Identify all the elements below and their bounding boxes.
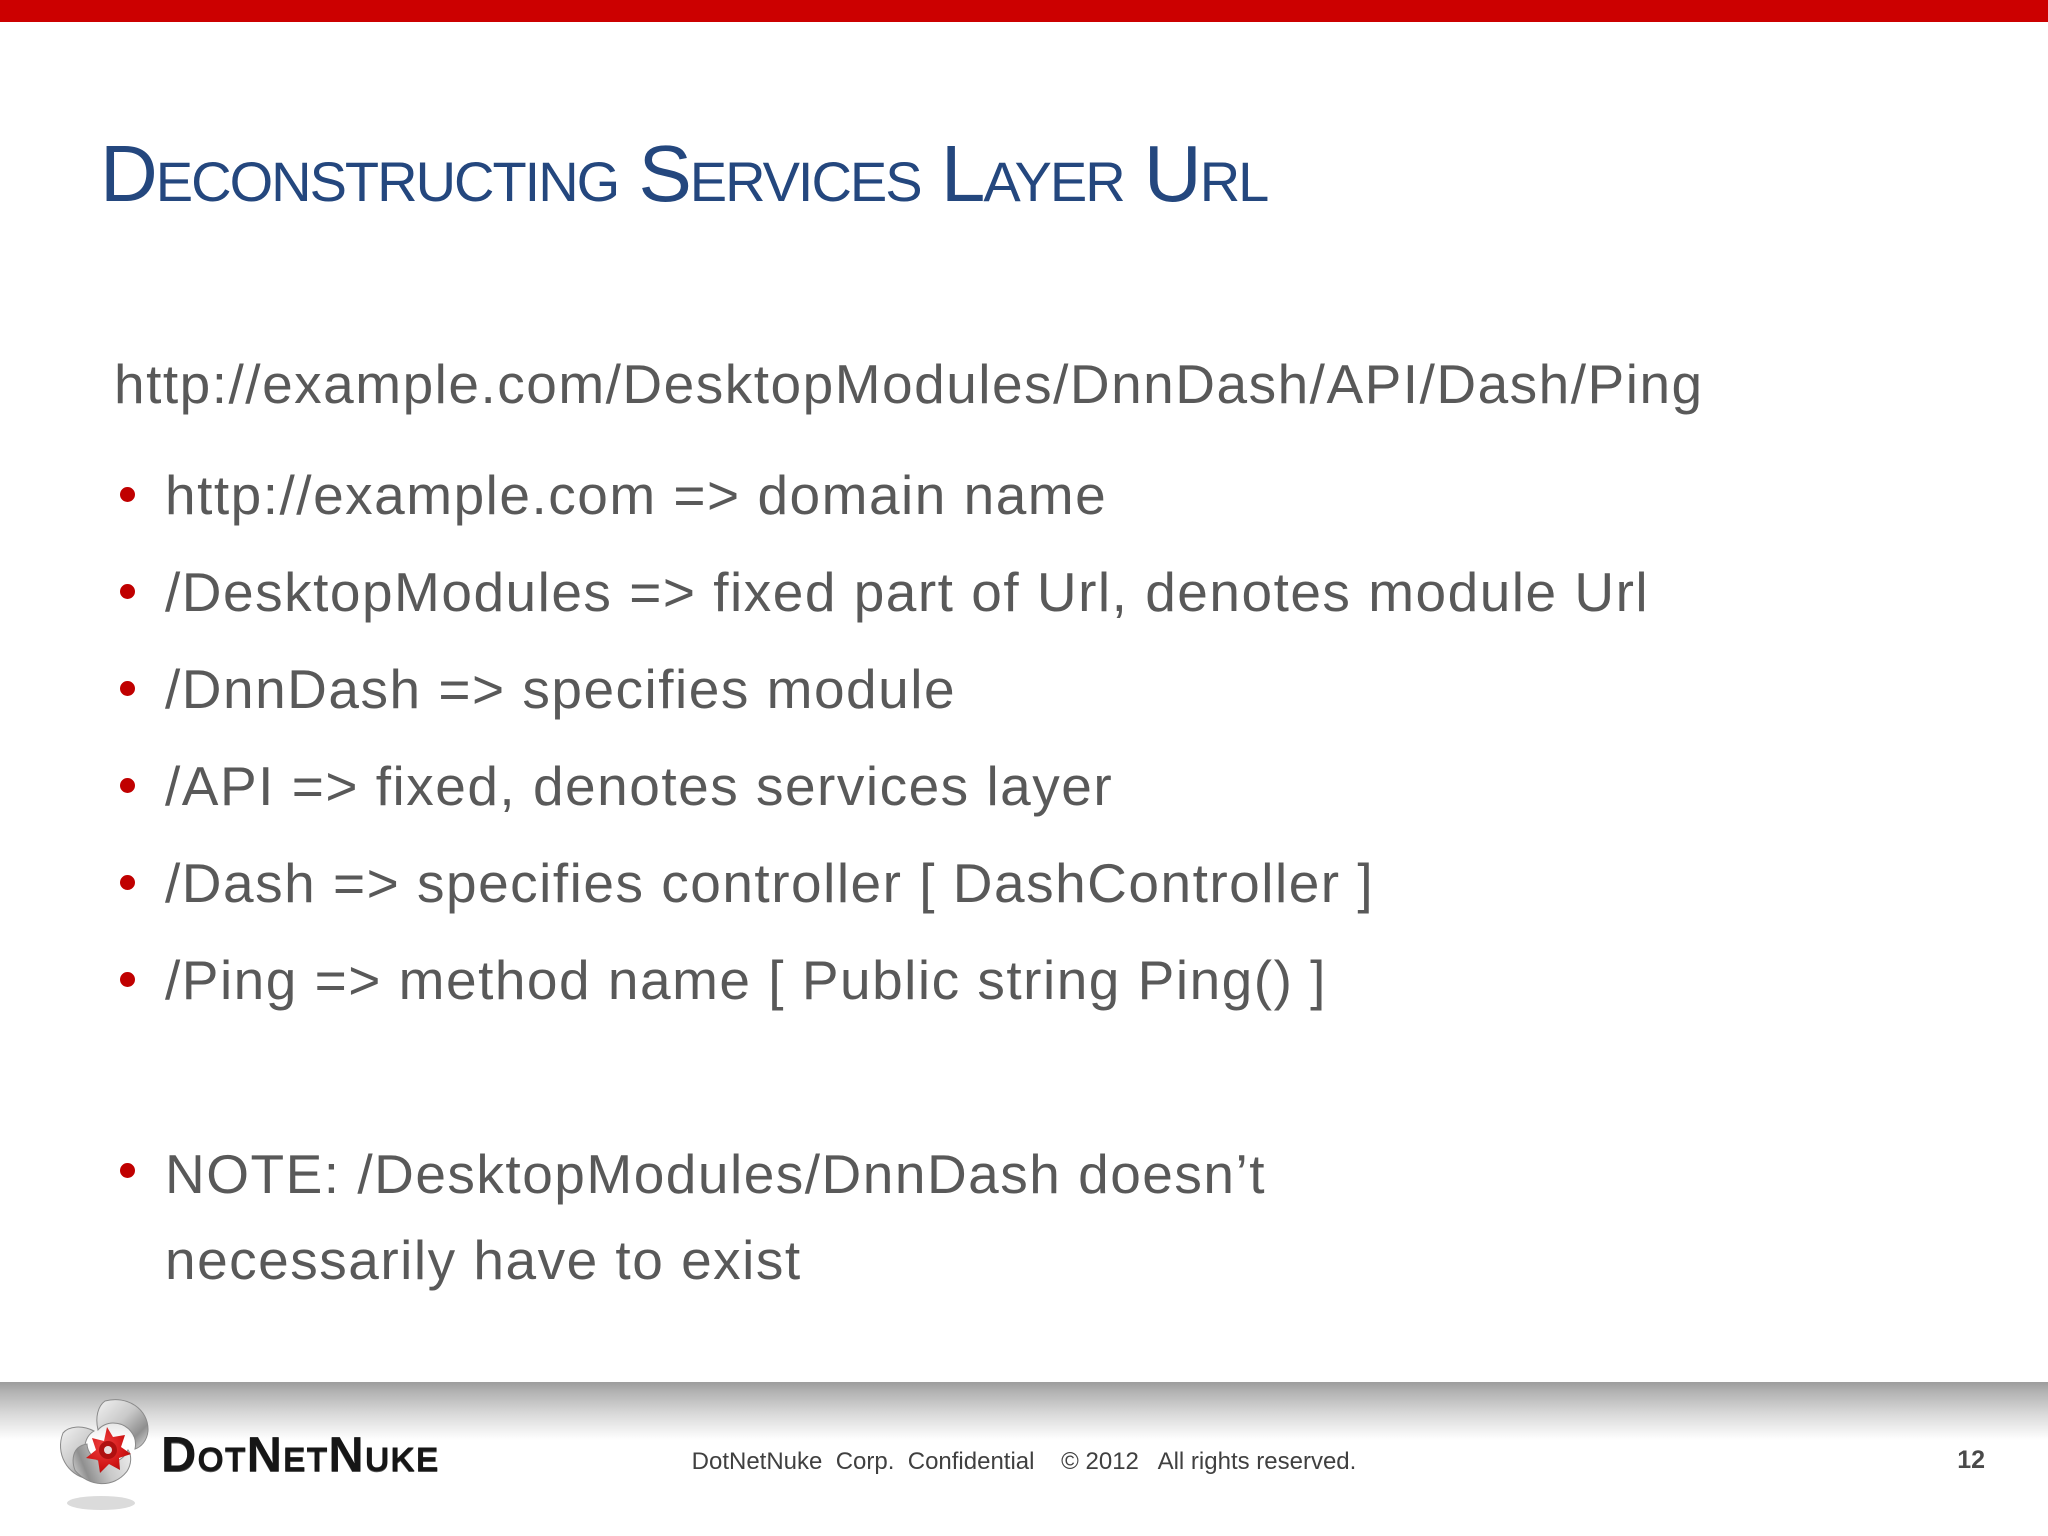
bullet-text: /DnnDash => specifies module bbox=[165, 657, 957, 720]
bullet-list: http://example.com => domain name /Deskt… bbox=[102, 446, 1922, 1303]
bullet-text: /Dash => specifies controller [ DashCont… bbox=[165, 851, 1375, 914]
bullet-dot bbox=[120, 584, 135, 599]
slide-body: http://example.com/DesktopModules/DnnDas… bbox=[102, 348, 1922, 1303]
dotnetnuke-logo: DotNetNuke bbox=[55, 1396, 440, 1514]
dotnetnuke-logo-icon bbox=[60, 1399, 149, 1510]
bullet-dot bbox=[120, 681, 135, 696]
example-url: http://example.com/DesktopModules/DnnDas… bbox=[114, 353, 1704, 415]
list-item: /Dash => specifies controller [ DashCont… bbox=[102, 834, 1922, 931]
slide-title: Deconstructing Services Layer Url bbox=[100, 129, 1269, 218]
bullet-text: http://example.com => domain name bbox=[165, 463, 1108, 526]
list-item: /API => fixed, denotes services layer bbox=[102, 737, 1922, 834]
footer-confidential-text: DotNetNuke Corp. Confidential © 2012 All… bbox=[691, 1448, 1357, 1475]
bullet-text: /API => fixed, denotes services layer bbox=[165, 754, 1114, 817]
bullet-text: /DesktopModules => fixed part of Url, de… bbox=[165, 560, 1650, 623]
list-item: /Ping => method name [ Public string Pin… bbox=[102, 931, 1922, 1028]
dotnetnuke-wordmark: DotNetNuke bbox=[161, 1428, 440, 1482]
list-item: http://example.com => domain name bbox=[102, 446, 1922, 543]
bullet-dot bbox=[120, 1163, 135, 1178]
bullet-dot bbox=[120, 972, 135, 987]
footer-divider-band bbox=[0, 1382, 2048, 1440]
bullet-dot bbox=[120, 778, 135, 793]
note-item: NOTE: /DesktopModules/DnnDash doesn’t ne… bbox=[102, 1131, 1922, 1303]
bullet-text: /Ping => method name [ Public string Pin… bbox=[165, 948, 1327, 1011]
top-accent-bar bbox=[0, 0, 2048, 22]
note-text: NOTE: /DesktopModules/DnnDash doesn’t ne… bbox=[165, 1143, 1266, 1291]
page-number: 12 bbox=[1957, 1446, 1985, 1474]
list-item: /DesktopModules => fixed part of Url, de… bbox=[102, 543, 1922, 640]
bullet-dot bbox=[120, 875, 135, 890]
list-item: /DnnDash => specifies module bbox=[102, 640, 1922, 737]
bullet-dot bbox=[120, 487, 135, 502]
